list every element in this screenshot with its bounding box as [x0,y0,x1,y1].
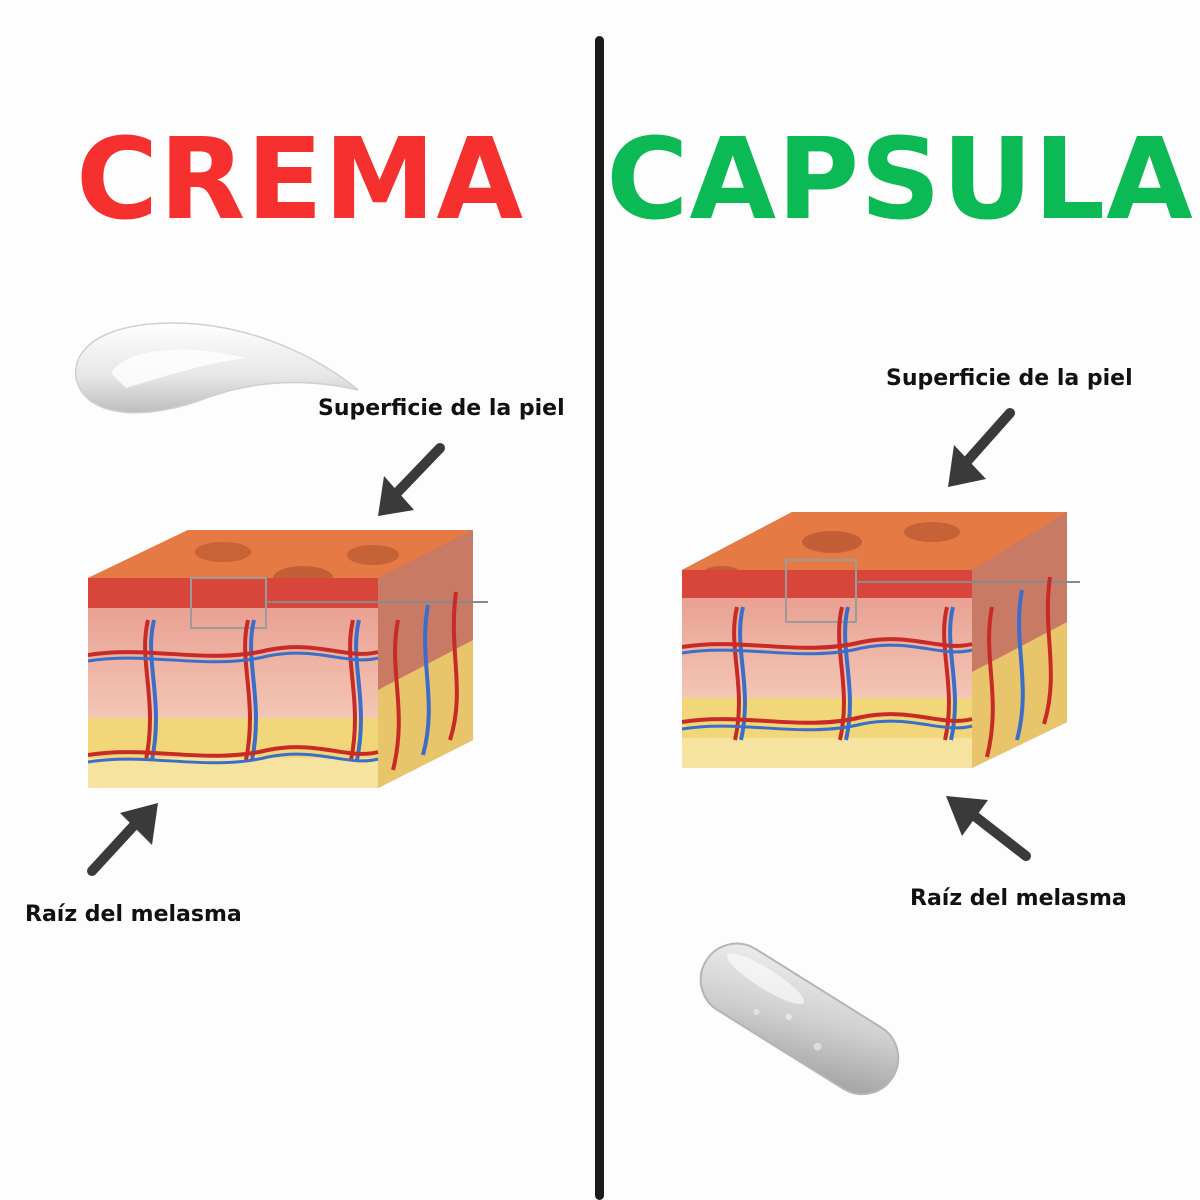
capsule-icon [680,928,920,1108]
skin-layers-diagram [88,530,488,800]
melasma-root-label: Raíz del melasma [25,902,242,927]
skin-surface-label: Superficie de la piel [886,366,1133,391]
arrow-up-left-icon [940,790,1035,865]
skin-layers-diagram [682,512,1082,777]
arrow-down-left-icon [940,405,1020,495]
capsula-title: CAPSULA [606,115,1194,245]
center-divider [595,36,604,1200]
skin-surface-label: Superficie de la piel [318,396,565,421]
crema-title: CREMA [75,115,525,245]
arrow-down-left-icon [370,440,450,525]
melasma-root-label: Raíz del melasma [910,886,1127,911]
cream-swatch-icon [66,318,366,428]
arrow-up-right-icon [80,795,165,880]
